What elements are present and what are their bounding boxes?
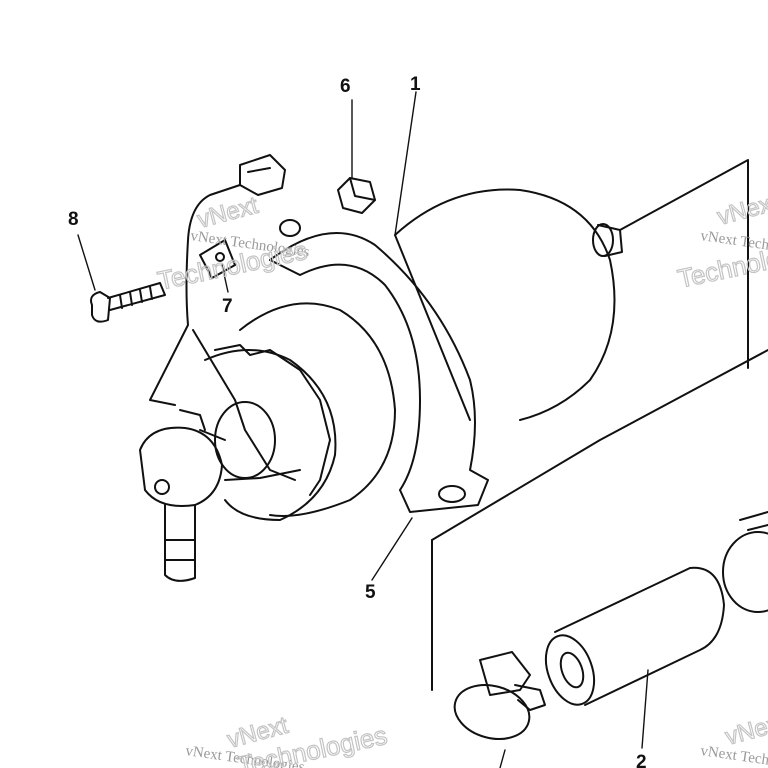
callout-1: 1 <box>410 74 421 95</box>
filter-head <box>204 302 396 521</box>
banjo-fitting <box>139 409 226 582</box>
wire-clip <box>199 239 236 279</box>
callout-labels: 1 6 8 7 5 2 <box>68 74 647 768</box>
watermark-text-big: vNext <box>715 189 768 231</box>
filter-body <box>394 188 623 421</box>
callout-5: 5 <box>365 582 376 603</box>
bolt <box>90 282 166 323</box>
exploded-view-leader-lines <box>431 159 768 691</box>
nut <box>279 177 376 237</box>
watermark-text-big: vNext <box>723 709 768 751</box>
callout-6: 6 <box>340 76 351 97</box>
hose-clamp-upper <box>722 511 768 613</box>
hose <box>544 566 725 706</box>
callout-7: 7 <box>222 296 233 317</box>
mounting-band <box>269 232 489 513</box>
callout-2: 2 <box>636 752 647 768</box>
callout-8: 8 <box>68 209 79 230</box>
hose-clamp-lower <box>453 651 546 740</box>
water-sensor-wire <box>149 154 296 481</box>
callout-leaders <box>77 91 649 768</box>
